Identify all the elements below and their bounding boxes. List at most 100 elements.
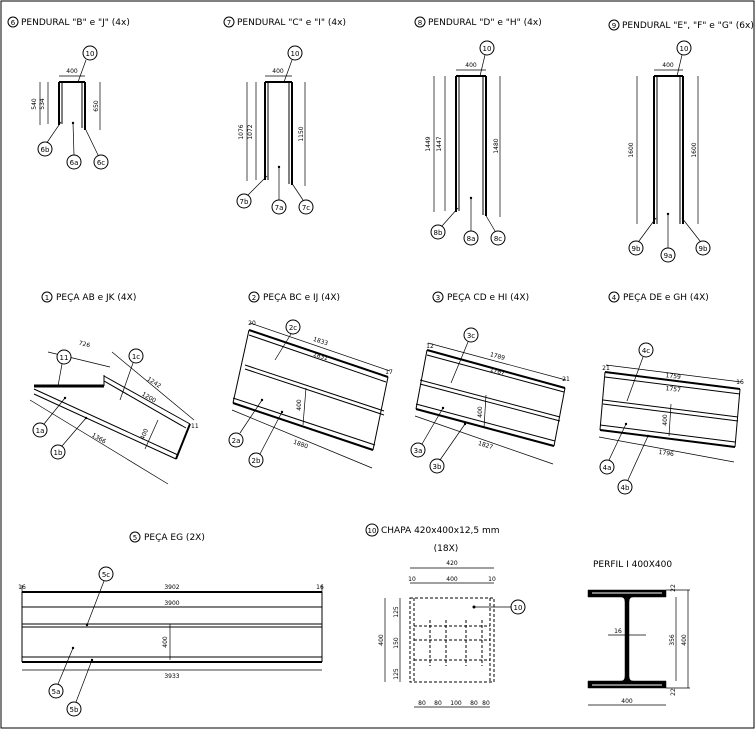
dim-width: 400 (465, 62, 477, 69)
view-title: PEÇA BC e IJ (4X) (263, 293, 340, 303)
dim-line-d3 (302, 387, 307, 426)
leader-part-b (45, 121, 62, 145)
dim-d0: 16 (18, 584, 26, 591)
dim-line-d3 (103, 380, 183, 427)
dim-h2: 1072 (247, 124, 254, 139)
view-subtitle: (18X) (434, 544, 459, 554)
dim-d2: 1757 (665, 385, 681, 394)
dim-d4: 1827 (477, 440, 494, 451)
part-c-label: 8c (494, 235, 502, 243)
part-b-left-circle (628, 240, 644, 256)
view-number-circle (223, 16, 235, 28)
dim-width: 420 (446, 560, 458, 567)
dim-d1: 1789 (489, 351, 506, 362)
plate-tag: 10 (483, 45, 492, 53)
view-title: PENDURAL "E", "F" e "G" (6x) (622, 21, 754, 31)
dim-h2: 150 (393, 637, 400, 649)
dim-web: 16 (614, 628, 622, 635)
part-b-label: 4b (621, 484, 630, 492)
dim-b2: 80 (434, 700, 442, 707)
part-a-label: 1a (36, 427, 45, 435)
part-b-circle (429, 458, 445, 474)
view-title: PEÇA CD e HI (4X) (447, 293, 529, 303)
part-b-left-label: 9b (632, 245, 641, 253)
part-b-label: 6b (41, 146, 50, 154)
part-a-circle (599, 459, 615, 475)
view-number-circle (414, 16, 426, 28)
leader-part-c (274, 333, 292, 361)
part-b-circle (50, 444, 66, 460)
end-tag-circle (56, 349, 72, 365)
view-number: 7 (227, 19, 231, 27)
dim-line-d2 (111, 351, 195, 421)
view-number: 9 (612, 22, 616, 30)
dim-d2: 1831 (312, 351, 329, 362)
view-number-circle (608, 19, 620, 31)
view-title: PENDURAL "C" e "I" (4x) (237, 18, 346, 28)
part-b-circle (248, 452, 264, 468)
part-c-circle (98, 566, 114, 582)
leader-part-b (61, 417, 87, 447)
part-b-right-circle (695, 240, 711, 256)
part-c-circle (463, 327, 479, 343)
dim-h3: 1600 (691, 142, 698, 157)
part-a-circle (66, 154, 82, 170)
leader-part-c (290, 181, 304, 201)
dim-line-d1 (605, 364, 742, 383)
view-number-circle (365, 523, 379, 537)
leader-part-b-right (681, 217, 701, 242)
view-title: PENDURAL "D" e "H" (4x) (428, 18, 542, 28)
dim-d1: 1833 (312, 336, 329, 347)
part-c-label: 3c (467, 332, 475, 340)
view-peca-de: 4 PEÇA DE e GH (4X) 1759 1757 400 1796 2… (598, 291, 744, 495)
view-number: 10 (368, 527, 377, 535)
dim-d1: 1759 (665, 372, 681, 381)
bottom-flange-inner (232, 397, 376, 446)
view-number-circle (248, 291, 260, 303)
leader-part-b (247, 175, 268, 196)
part-b-label: 2b (252, 457, 261, 465)
dim-line-d4 (231, 409, 373, 469)
leader-tag (57, 363, 63, 387)
stiffener-line (244, 364, 385, 412)
leader-part-c (484, 213, 496, 232)
dim-h1: 540 (31, 98, 38, 110)
top-flange (248, 329, 389, 378)
top-flange-inner (604, 376, 741, 395)
part-b-right-label: 9b (699, 245, 708, 253)
part-a-circle (463, 230, 479, 246)
leader-part-c (450, 341, 469, 384)
leader-tag (676, 54, 683, 77)
part-b-circle (37, 141, 53, 157)
dim-line-d4 (414, 415, 554, 465)
leader-part-b (627, 435, 649, 481)
part-a-label: 5a (52, 688, 61, 696)
part-b-label: 7b (240, 198, 249, 206)
leader-part-a (57, 647, 74, 685)
view-number: 5 (133, 534, 137, 542)
leader-part-a (608, 423, 627, 461)
dim-line-d3 (483, 394, 487, 429)
view-number-circle (129, 531, 141, 543)
dim-d5: 16 (316, 584, 324, 591)
part-b-label: 5b (70, 706, 79, 714)
dim-h1: 1449 (425, 136, 432, 151)
dim-h1: 125 (393, 606, 400, 618)
dim-h2: 1447 (436, 136, 443, 151)
leader-part-c (626, 356, 644, 402)
part-a-circle (48, 683, 64, 699)
view-peca-bc: 2 PEÇA BC e IJ (4X) 1833 1831 400 1880 2… (228, 291, 393, 469)
part-a-label: 9a (664, 252, 673, 260)
top-flange-sloped (103, 375, 191, 425)
dim-d0: 12 (426, 343, 434, 350)
dim-b1: 80 (418, 700, 426, 707)
part-a-label: 8a (467, 235, 476, 243)
dim-h1: 356 (669, 634, 676, 646)
dim-line-d1 (249, 322, 391, 372)
dim-h3: 1150 (298, 126, 305, 141)
view-title: CHAPA 420x400x12,5 mm (381, 526, 500, 536)
view-number: 1 (45, 294, 49, 302)
plate-tag-circle (82, 45, 98, 61)
view-title: PEÇA EG (2X) (144, 533, 205, 543)
top-flange (604, 371, 741, 390)
